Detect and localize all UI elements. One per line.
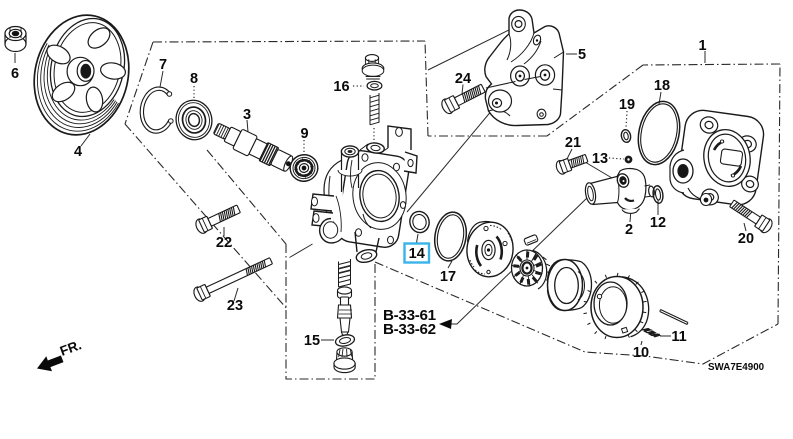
svg-text:21: 21: [565, 135, 581, 151]
svg-text:14: 14: [409, 246, 425, 262]
svg-text:13: 13: [592, 151, 608, 167]
svg-text:4: 4: [74, 144, 82, 160]
svg-text:23: 23: [227, 298, 243, 314]
svg-text:12: 12: [650, 215, 666, 231]
svg-text:19: 19: [619, 97, 635, 113]
svg-text:FR.: FR.: [58, 337, 84, 359]
svg-text:1: 1: [698, 38, 706, 54]
svg-text:17: 17: [440, 269, 456, 285]
svg-text:8: 8: [190, 71, 198, 87]
svg-text:15: 15: [304, 333, 320, 349]
svg-text:3: 3: [243, 107, 251, 123]
svg-text:9: 9: [300, 126, 308, 142]
svg-text:B-33-62: B-33-62: [383, 321, 436, 338]
svg-text:7: 7: [159, 57, 167, 73]
svg-text:11: 11: [671, 329, 686, 345]
svg-text:5: 5: [578, 47, 586, 63]
svg-text:16: 16: [333, 79, 349, 95]
svg-text:6: 6: [11, 66, 19, 82]
svg-text:10: 10: [633, 345, 649, 361]
svg-text:B-33-61: B-33-61: [383, 307, 437, 324]
svg-text:22: 22: [216, 235, 232, 251]
svg-text:18: 18: [654, 78, 670, 94]
svg-text:2: 2: [625, 222, 633, 238]
svg-text:24: 24: [455, 71, 471, 87]
svg-text:SWA7E4900: SWA7E4900: [708, 362, 765, 373]
svg-text:20: 20: [738, 231, 754, 247]
